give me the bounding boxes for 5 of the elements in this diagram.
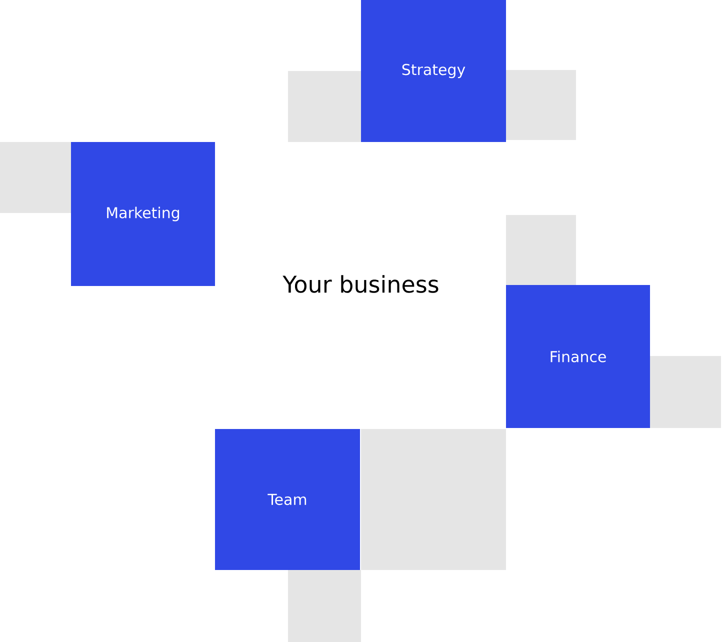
center-label: Your business xyxy=(282,275,438,293)
topic-box: Strategy xyxy=(361,0,506,142)
topic-box: Marketing xyxy=(71,142,215,286)
topic-box: Team xyxy=(215,429,360,570)
topic-box: Finance xyxy=(506,285,650,428)
